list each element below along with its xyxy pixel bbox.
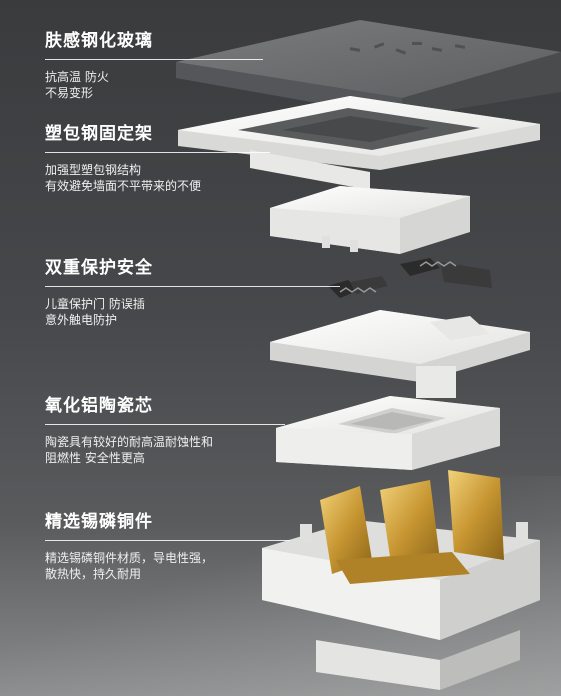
callout-line	[45, 59, 263, 60]
feature-steel-frame: 塑包钢固定架 加强型塑包钢结构 有效避免墙面不平带来的不便	[45, 124, 270, 193]
feature-desc-line: 抗高温 防火	[45, 70, 109, 84]
copper-base-layer	[262, 470, 540, 690]
safety-shutter-layer	[328, 258, 492, 298]
ceramic-core-layer	[276, 396, 500, 470]
feature-desc-line: 不易变形	[45, 86, 94, 100]
middle-plate-layer	[270, 310, 530, 398]
feature-title: 双重保护安全	[45, 258, 153, 278]
feature-title: 精选锡磷铜件	[45, 512, 153, 532]
feature-description: 儿童保护门 防误插 意外触电防护	[45, 296, 145, 328]
feature-description: 陶瓷具有较好的耐高温耐蚀性和 阻燃性 安全性更高	[45, 434, 213, 466]
feature-tempered-glass: 肤感钢化玻璃 抗高温 防火 不易变形	[45, 31, 263, 100]
callout-line	[45, 424, 285, 425]
feature-desc-line: 意外触电防护	[45, 313, 118, 327]
feature-desc-line: 散热快，持久耐用	[45, 567, 142, 581]
feature-desc-line: 儿童保护门 防误插	[45, 297, 145, 311]
feature-title: 氧化铝陶瓷芯	[45, 396, 153, 416]
feature-description: 加强型塑包钢结构 有效避免墙面不平带来的不便	[45, 162, 201, 194]
callout-line	[45, 152, 270, 153]
feature-desc-line: 精选锡磷铜件材质，导电性强，	[45, 551, 214, 565]
feature-copper-parts: 精选锡磷铜件 精选锡磷铜件材质，导电性强， 散热快，持久耐用	[45, 512, 290, 581]
feature-title: 肤感钢化玻璃	[45, 31, 153, 51]
feature-desc-line: 加强型塑包钢结构	[45, 163, 142, 177]
feature-desc-line: 有效避免墙面不平带来的不便	[45, 179, 202, 193]
feature-title: 塑包钢固定架	[45, 124, 153, 144]
callout-line	[45, 286, 340, 287]
feature-description: 精选锡磷铜件材质，导电性强， 散热快，持久耐用	[45, 550, 213, 582]
upper-cover-layer	[270, 186, 470, 254]
callout-line	[45, 540, 290, 541]
steel-frame-layer	[178, 96, 540, 190]
feature-desc-line: 阻燃性 安全性更高	[45, 451, 145, 465]
feature-double-protection: 双重保护安全 儿童保护门 防误插 意外触电防护	[45, 258, 340, 327]
feature-ceramic-core: 氧化铝陶瓷芯 陶瓷具有较好的耐高温耐蚀性和 阻燃性 安全性更高	[45, 396, 285, 465]
feature-description: 抗高温 防火 不易变形	[45, 69, 109, 101]
glass-panel-layer	[176, 20, 561, 118]
feature-desc-line: 陶瓷具有较好的耐高温耐蚀性和	[45, 435, 214, 449]
